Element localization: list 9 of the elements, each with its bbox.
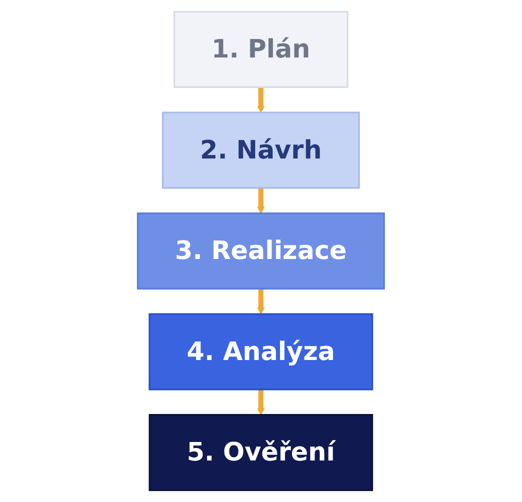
arrow — [257, 389, 265, 416]
arrow — [257, 86, 265, 113]
node-box: 4. Analýza — [148, 313, 374, 390]
node-box: 3. Realizace — [137, 212, 385, 290]
node-box: 2. Návrh — [162, 112, 360, 189]
node-box: 1. Plán — [174, 10, 348, 88]
arrow — [257, 187, 265, 214]
arrow — [257, 288, 265, 314]
node-box: 5. Ověření — [148, 414, 374, 492]
